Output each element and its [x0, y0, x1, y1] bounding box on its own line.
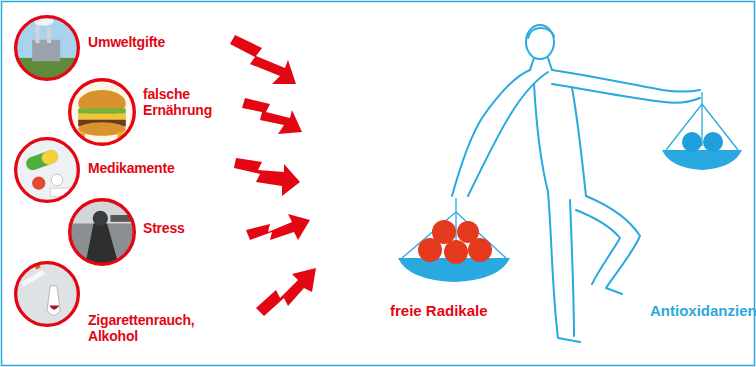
circle-outline: [14, 261, 80, 327]
cause-label: Zigarettenrauch, Alkohol: [88, 312, 218, 344]
person-left-arm: [452, 70, 530, 196]
free-radical-ball: [432, 220, 456, 244]
cause-label: Umweltgifte: [88, 34, 198, 50]
scale-hook: [455, 198, 456, 212]
right-scale: [666, 92, 738, 150]
free-radical-balls: [418, 220, 492, 264]
scale-label: freie Radikale: [390, 302, 488, 320]
circle-outline: [14, 137, 80, 203]
photo-circle: Zigarettenrauch, Alkohol: [14, 261, 80, 327]
person-torso-left: [534, 84, 548, 192]
circle-outline: [14, 15, 80, 81]
photo-circle: Stress: [68, 198, 136, 266]
photo-circle: Medikamente: [14, 137, 80, 203]
scale-label: Antioxidanzien: [650, 302, 756, 320]
person-neck: [530, 58, 552, 70]
person-head: [526, 25, 554, 59]
antioxidant-ball: [682, 132, 702, 152]
right-scale-pan: [662, 150, 742, 170]
free-radical-ball: [457, 221, 479, 243]
person-hair: [528, 28, 554, 38]
person-figure: [452, 25, 700, 342]
photo-circle: Umweltgifte: [14, 15, 80, 81]
person-right-leg-inner: [576, 210, 620, 284]
person-torso-right: [572, 88, 586, 196]
cause-label: Medikamente: [88, 160, 198, 176]
lightning-arrow: [256, 268, 316, 316]
person-left-arm-inner: [468, 72, 548, 196]
lightning-arrow: [242, 98, 302, 134]
circle-outline: [68, 78, 136, 146]
cause-label: falsche Ernährung: [143, 86, 223, 118]
lightning-arrows: [230, 35, 316, 316]
person-left-leg: [548, 192, 580, 342]
cause-label: Stress: [143, 220, 233, 236]
free-radical-ball: [444, 240, 468, 264]
circle-outline: [68, 198, 136, 266]
photo-circle: falsche Ernährung: [68, 78, 136, 146]
antioxidant-ball: [703, 132, 723, 152]
lightning-arrow: [230, 35, 296, 84]
person-left-leg-inner: [570, 200, 574, 336]
lightning-arrow: [246, 214, 310, 240]
antioxidant-balls: [682, 132, 723, 152]
lightning-arrow: [234, 158, 300, 196]
scale-hook: [701, 92, 702, 104]
